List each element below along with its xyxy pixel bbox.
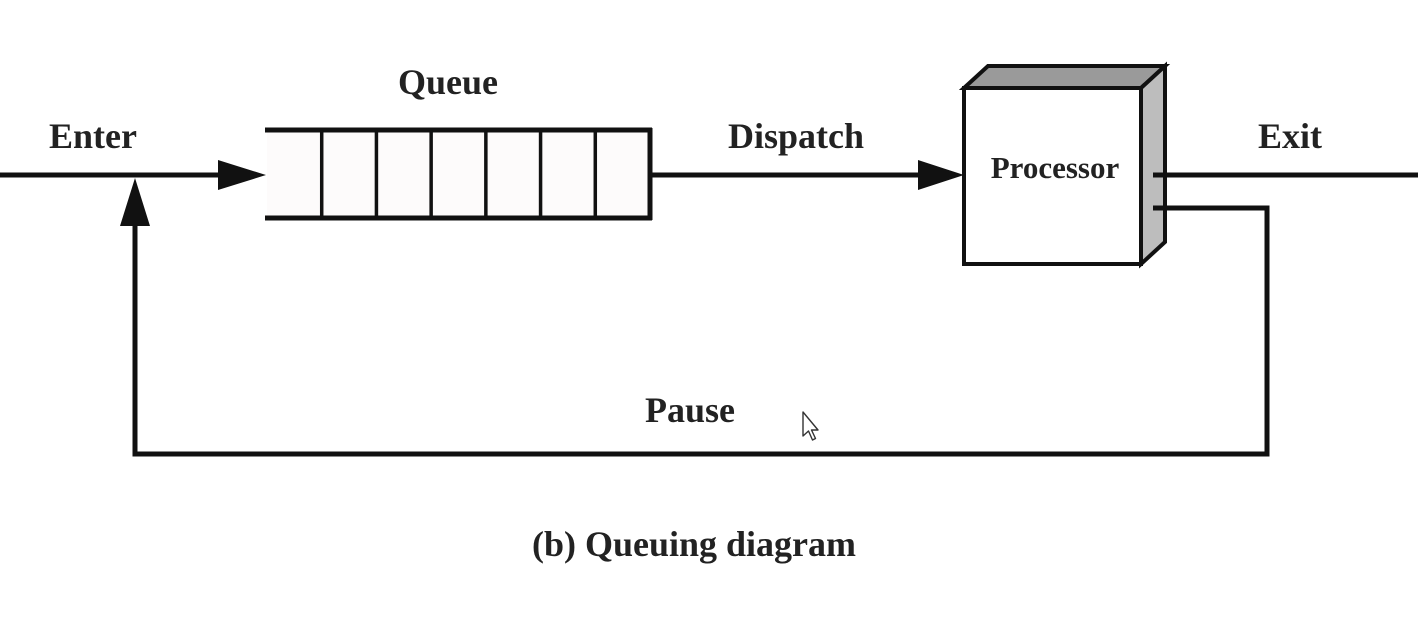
queue-body (267, 130, 652, 218)
pause-loop-line (132, 205, 1270, 457)
dispatch-arrowhead (918, 160, 964, 190)
dispatch-label: Dispatch (728, 116, 864, 156)
mouse-cursor-icon (802, 411, 819, 441)
queue-label: Queue (398, 62, 498, 102)
enter-arrowhead (218, 160, 266, 190)
pause-arrowhead (120, 178, 150, 226)
processor-side-face (1139, 61, 1167, 269)
processor-front-face (962, 86, 1143, 266)
processor: Processor (958, 61, 1171, 269)
pause-label: Pause (645, 390, 735, 430)
queue (265, 127, 653, 221)
processor-label: Processor (991, 150, 1120, 185)
queue-slots (319, 130, 598, 218)
enter-label: Enter (49, 116, 137, 156)
exit-label: Exit (1258, 116, 1322, 156)
diagram-caption: (b) Queuing diagram (532, 524, 856, 564)
processor-top-face (958, 64, 1171, 90)
